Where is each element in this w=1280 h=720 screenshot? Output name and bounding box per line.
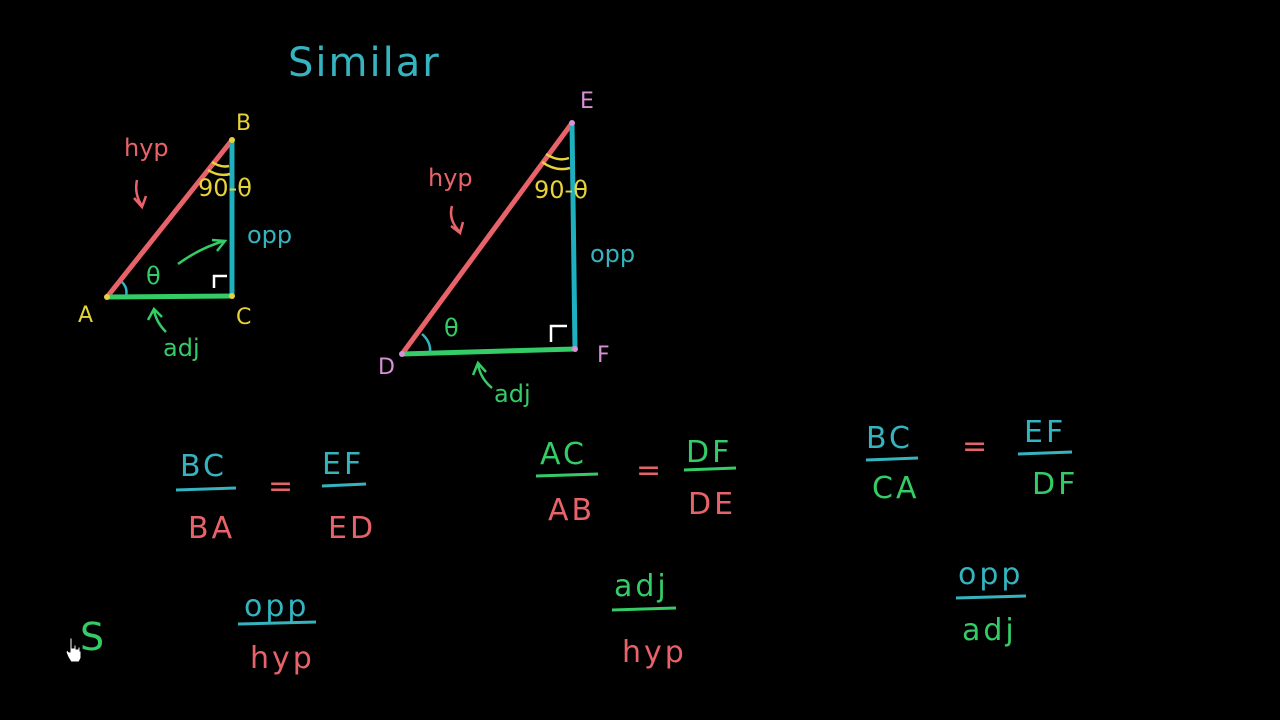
title: Similar	[288, 40, 441, 86]
opp-label-1: opp	[247, 221, 292, 249]
triangle-abc	[104, 137, 235, 300]
vertex-label-c: C	[236, 305, 251, 330]
summary-ratio-1: opp hyp	[237, 589, 317, 676]
ratio-3-denominator: CA	[872, 471, 919, 506]
ratio-3-numerator-2: EF	[1024, 415, 1066, 450]
vertex-dot-e	[569, 120, 575, 126]
side-ef	[569, 120, 578, 352]
adj-arrow-2	[471, 360, 493, 389]
summary-3-denominator: adj	[962, 613, 1017, 648]
ratio-3-numerator: BC	[866, 421, 913, 456]
theta-arc-d	[421, 333, 432, 353]
ratio-2-denominator-2: DE	[688, 487, 736, 522]
summary-2-bar	[611, 606, 677, 612]
ratio-2-numerator-2: DF	[686, 435, 732, 470]
summary-2-denominator: hyp	[622, 635, 687, 670]
vertex-label-b: B	[236, 111, 251, 136]
complement-arc-e-2	[541, 160, 571, 171]
opp-arrow-1	[177, 238, 228, 266]
angle-complement-1: 90-θ	[198, 174, 252, 202]
ratio-3-equals: =	[962, 429, 987, 464]
summary-ratio-2: adj hyp	[611, 569, 687, 670]
ratio-3-denominator-2: DF	[1032, 467, 1078, 502]
vertex-dot-c	[229, 293, 235, 299]
right-angle-mark-f	[549, 324, 567, 342]
theta-label-1: θ	[146, 262, 161, 290]
ratio-1-numerator-2: EF	[322, 447, 364, 482]
side-ac	[104, 293, 235, 300]
ratio-2-bar	[535, 472, 599, 478]
summary-ratio-3: opp adj	[955, 557, 1027, 648]
complement-arc-e	[545, 152, 570, 161]
hand-pointer-icon	[65, 637, 82, 663]
triangle-def	[399, 120, 578, 357]
hyp-arrow-2	[449, 205, 465, 236]
ratio-2-numerator: AC	[540, 437, 587, 472]
vertex-dot-d	[399, 351, 405, 357]
adj-label-2: adj	[494, 380, 531, 408]
ratio-equation-1: BC BA = EF ED	[175, 447, 376, 546]
summary-1-bar	[237, 620, 317, 626]
ratio-2-denominator: AB	[548, 493, 595, 528]
adj-label-1: adj	[163, 334, 200, 362]
vertex-dot-b	[229, 137, 235, 143]
summary-3-numerator: opp	[958, 557, 1023, 592]
ratio-equation-2: AC AB = DF DE	[535, 435, 737, 528]
complement-arc-b-2	[207, 168, 231, 177]
right-angle-mark-c	[212, 274, 227, 288]
vertex-label-e: E	[580, 89, 594, 114]
opp-label-2: opp	[590, 240, 635, 268]
summary-1-numerator: opp	[244, 589, 309, 624]
theta-label-2: θ	[444, 314, 459, 342]
ratio-3-bar	[865, 456, 919, 462]
summary-2-numerator: adj	[614, 569, 669, 604]
ratio-2-bar-2	[683, 466, 737, 472]
vertex-dot-a	[104, 294, 110, 300]
ratio-1-numerator: BC	[180, 449, 227, 484]
ratio-1-denominator-2: ED	[328, 511, 376, 546]
ratio-1-bar	[175, 486, 237, 492]
vertex-label-a: A	[78, 303, 93, 328]
hypotenuse-ab	[104, 137, 235, 300]
ratio-3-bar-2	[1017, 450, 1073, 456]
ratio-1-denominator: BA	[188, 511, 235, 546]
hyp-label-1: hyp	[124, 134, 169, 162]
side-df	[399, 346, 578, 357]
vertex-label-d: D	[378, 355, 395, 380]
theta-arc-a	[121, 281, 128, 297]
ratio-1-equals: =	[268, 469, 293, 504]
adj-arrow-1	[146, 306, 167, 333]
angle-complement-2: 90-θ	[534, 176, 588, 204]
ratio-2-equals: =	[636, 453, 661, 488]
summary-3-bar	[955, 594, 1027, 600]
vertex-dot-f	[572, 346, 578, 352]
hypotenuse-de	[399, 120, 575, 357]
ratio-equation-3: BC CA = EF DF	[865, 415, 1078, 506]
side-letter: S	[80, 615, 104, 659]
ratio-1-bar-2	[321, 482, 367, 488]
vertex-label-f: F	[597, 343, 610, 368]
hyp-arrow-1	[133, 179, 148, 210]
summary-1-denominator: hyp	[250, 641, 315, 676]
hyp-label-2: hyp	[428, 164, 473, 192]
complement-arc-b	[211, 160, 230, 168]
